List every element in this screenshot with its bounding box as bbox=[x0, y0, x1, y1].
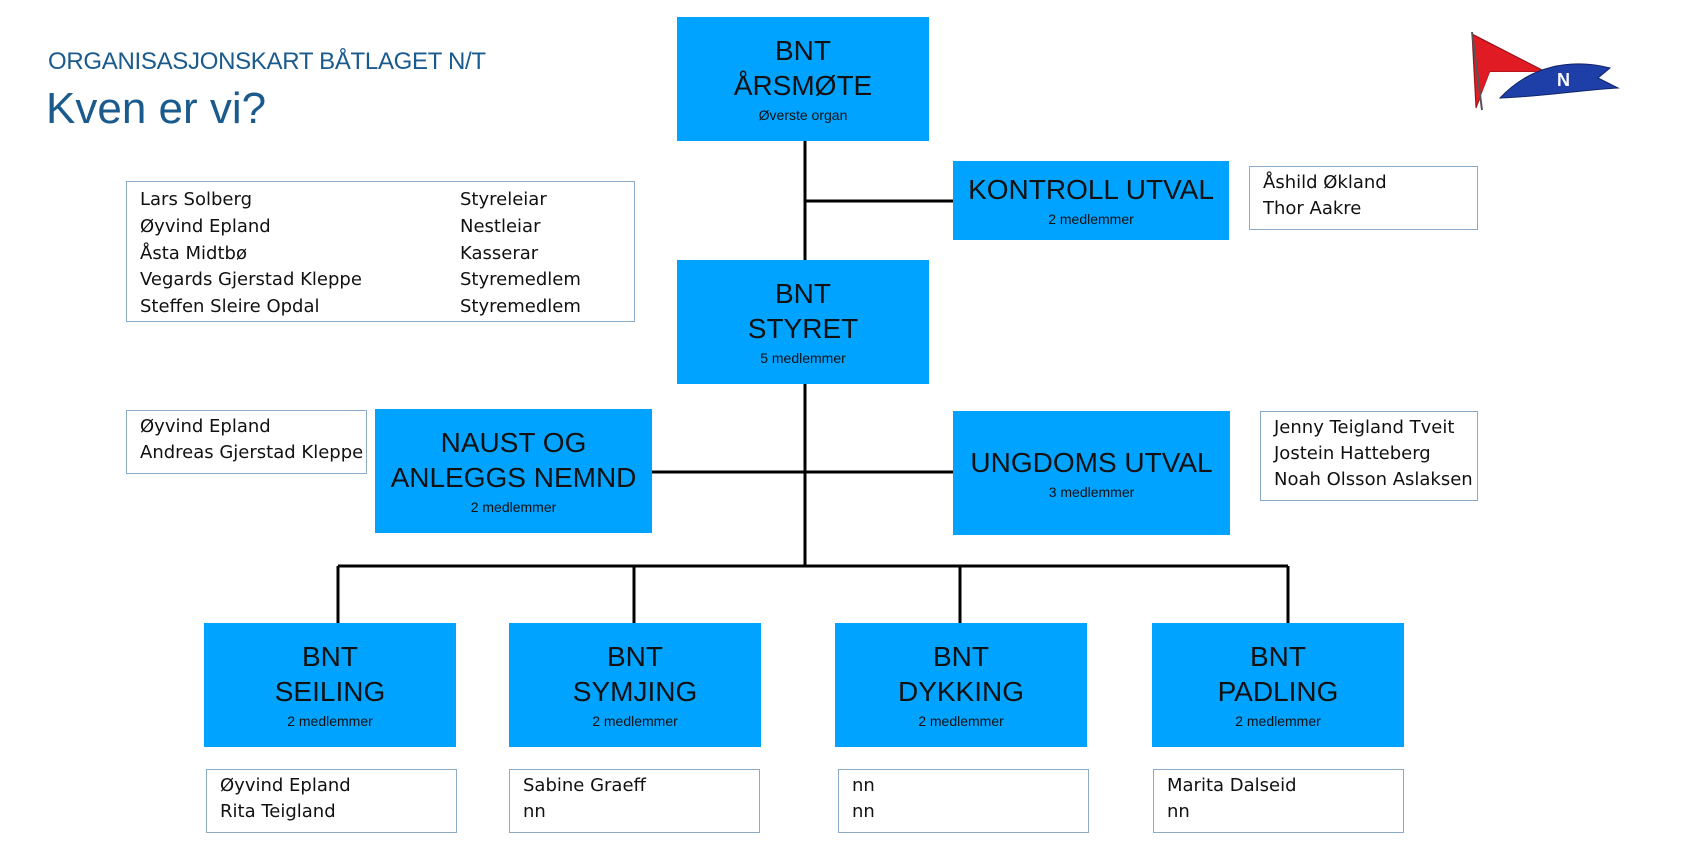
unit-symjing-line1: BNT bbox=[607, 641, 663, 672]
unit-naust: NAUST OG ANLEGGS NEMND 2 medlemmer bbox=[375, 409, 652, 533]
member-name: Åshild Økland bbox=[1263, 172, 1387, 193]
unit-naust-line1: NAUST OG bbox=[440, 427, 587, 458]
logo-letter: N bbox=[1557, 70, 1570, 90]
unit-symjing: BNT SYMJING 2 medlemmer bbox=[509, 623, 761, 747]
pennant-pole bbox=[1471, 31, 1483, 111]
unit-kontroll-sub: 2 medlemmer bbox=[1048, 211, 1134, 227]
unit-styret: BNT STYRET 5 medlemmer bbox=[677, 260, 929, 384]
member-name: nn bbox=[852, 775, 875, 796]
unit-dykking-sub: 2 medlemmer bbox=[918, 713, 1004, 729]
member-role: Styreleiar bbox=[460, 189, 547, 210]
unit-naust-line2: ANLEGGS NEMND bbox=[390, 462, 637, 493]
unit-padling: BNT PADLING 2 medlemmer bbox=[1152, 623, 1404, 747]
pennant-logo: N bbox=[1471, 31, 1620, 111]
member-name: Jostein Hatteberg bbox=[1274, 443, 1431, 464]
unit-kontroll-line1: KONTROLL UTVAL bbox=[968, 174, 1214, 205]
unit-dykking: BNT DYKKING 2 medlemmer bbox=[835, 623, 1087, 747]
member-name: Steffen Sleire Opdal bbox=[140, 296, 320, 318]
unit-ungdom: UNGDOMS UTVAL 3 medlemmer bbox=[953, 411, 1230, 535]
member-name: nn bbox=[523, 801, 546, 822]
unit-styret-line1: BNT bbox=[775, 278, 831, 309]
member-name: Øyvind Epland bbox=[140, 416, 271, 437]
unit-arsmote: BNT ÅRSMØTE Øverste organ bbox=[677, 17, 929, 141]
unit-arsmote-sub: Øverste organ bbox=[758, 107, 848, 123]
member-name: nn bbox=[852, 801, 875, 822]
member-role: Styremedlem bbox=[460, 269, 581, 291]
member-name: Vegards Gjerstad Kleppe bbox=[140, 269, 362, 291]
member-name: Øyvind Epland bbox=[220, 775, 351, 796]
members-naust: Øyvind Epland Andreas Gjerstad Kleppe bbox=[126, 410, 367, 474]
unit-styret-sub: 5 medlemmer bbox=[760, 350, 846, 366]
unit-seiling-line2: SEILING bbox=[274, 676, 386, 707]
page-title: Kven er vi? bbox=[46, 84, 267, 133]
member-role: Nestleiar bbox=[460, 215, 541, 237]
member-name: Sabine Graeff bbox=[523, 775, 646, 796]
unit-kontroll: KONTROLL UTVAL 2 medlemmer bbox=[953, 161, 1229, 240]
member-name: nn bbox=[1167, 801, 1190, 822]
member-name: Rita Teigland bbox=[220, 801, 336, 822]
unit-seiling-line1: BNT bbox=[302, 641, 358, 672]
unit-symjing-line2: SYMJING bbox=[572, 676, 698, 707]
member-name: Øyvind Epland bbox=[140, 215, 271, 237]
unit-dykking-line1: BNT bbox=[933, 641, 989, 672]
pennant-blue bbox=[1498, 63, 1620, 99]
member-name: Lars Solberg bbox=[140, 189, 253, 210]
member-name: Åsta Midtbø bbox=[140, 242, 247, 264]
member-role: Styremedlem bbox=[460, 296, 581, 318]
member-role: Kasserar bbox=[460, 242, 539, 264]
unit-seiling: BNT SEILING 2 medlemmer bbox=[204, 623, 456, 747]
members-kontroll: Åshild Økland Thor Aakre bbox=[1249, 166, 1478, 230]
unit-symjing-sub: 2 medlemmer bbox=[592, 713, 678, 729]
members-ungdom: Jenny Teigland Tveit Jostein Hatteberg N… bbox=[1260, 411, 1478, 501]
member-name: Jenny Teigland Tveit bbox=[1274, 417, 1455, 438]
unit-arsmote-line2: ÅRSMØTE bbox=[733, 70, 873, 101]
unit-padling-line1: BNT bbox=[1250, 641, 1306, 672]
members-seiling: Øyvind Epland Rita Teigland bbox=[206, 769, 457, 833]
member-name: Marita Dalseid bbox=[1167, 775, 1297, 796]
unit-naust-sub: 2 medlemmer bbox=[470, 499, 557, 515]
members-styret: Lars Solberg Styreleiar Øyvind Epland Ne… bbox=[126, 181, 635, 322]
unit-styret-line2: STYRET bbox=[747, 313, 859, 344]
member-name: Thor Aakre bbox=[1263, 198, 1362, 219]
unit-seiling-sub: 2 medlemmer bbox=[287, 713, 373, 729]
members-padling: Marita Dalseid nn bbox=[1153, 769, 1404, 833]
chart-subtitle: ORGANISASJONSKART BÅTLAGET N/T bbox=[48, 48, 486, 75]
member-name: Noah Olsson Aslaksen bbox=[1274, 469, 1473, 490]
unit-ungdom-sub: 3 medlemmer bbox=[1048, 483, 1135, 500]
unit-ungdom-line1: UNGDOMS UTVAL bbox=[970, 446, 1213, 478]
unit-padling-sub: 2 medlemmer bbox=[1235, 713, 1321, 729]
members-symjing: Sabine Graeff nn bbox=[509, 769, 760, 833]
unit-padling-line2: PADLING bbox=[1217, 676, 1339, 707]
members-dykking: nn nn bbox=[838, 769, 1089, 833]
member-name: Andreas Gjerstad Kleppe bbox=[140, 442, 364, 463]
unit-arsmote-line1: BNT bbox=[775, 35, 831, 66]
unit-dykking-line2: DYKKING bbox=[897, 676, 1025, 707]
